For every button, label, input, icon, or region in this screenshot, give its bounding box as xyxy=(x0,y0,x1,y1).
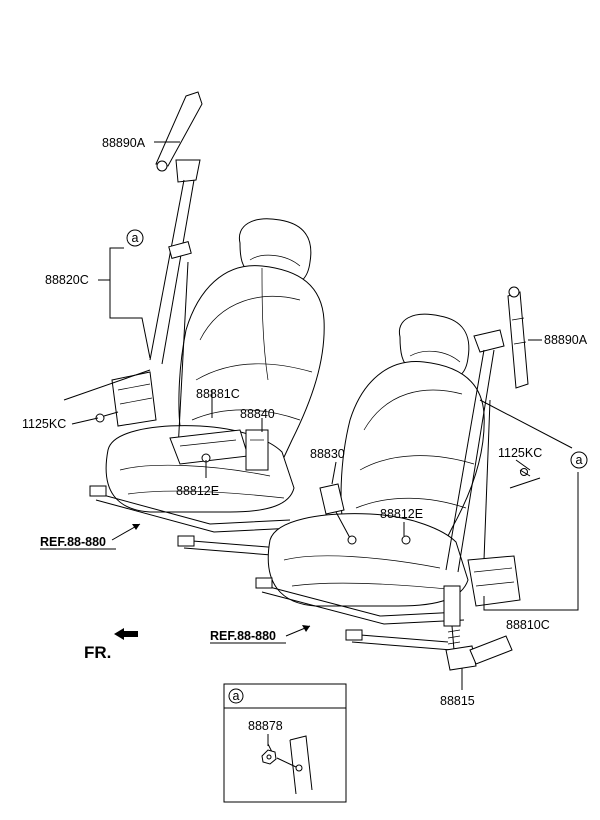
label-88830: 88830 xyxy=(310,447,345,461)
ref-label-left: REF.88-880 xyxy=(40,535,106,549)
label-88810c: 88810C xyxy=(506,618,550,632)
right-belt-bracket xyxy=(507,286,529,389)
right-seat xyxy=(255,313,485,651)
svg-text:a: a xyxy=(233,689,240,703)
callout-a-left: a xyxy=(126,229,144,247)
label-88840: 88840 xyxy=(240,407,275,421)
label-88890a-left: 88890A xyxy=(102,136,146,150)
callout-a-right: a xyxy=(570,451,588,469)
label-88812e-right: 88812E xyxy=(380,507,423,521)
label-88881c: 88881C xyxy=(196,387,240,401)
label-88812e-left: 88812E xyxy=(176,484,219,498)
label-88890a-right: 88890A xyxy=(544,333,588,347)
front-arrow-icon xyxy=(114,628,138,640)
svg-text:a: a xyxy=(132,231,139,245)
label-1125kc-left: 1125KC xyxy=(22,417,66,431)
label-88820c: 88820C xyxy=(45,273,89,287)
ref-label-right: REF.88-880 xyxy=(210,629,276,643)
leader-lines xyxy=(63,141,579,753)
front-label: FR. xyxy=(84,643,111,662)
right-seat-belt xyxy=(443,329,531,671)
label-88815: 88815 xyxy=(440,694,475,708)
svg-text:a: a xyxy=(576,453,583,467)
left-seat-small-parts xyxy=(169,429,269,471)
ref-arrows xyxy=(111,523,311,637)
detail-box-a: a 88878 xyxy=(223,683,347,803)
label-1125kc-right: 1125KC xyxy=(498,446,542,460)
label-88878: 88878 xyxy=(248,719,283,733)
